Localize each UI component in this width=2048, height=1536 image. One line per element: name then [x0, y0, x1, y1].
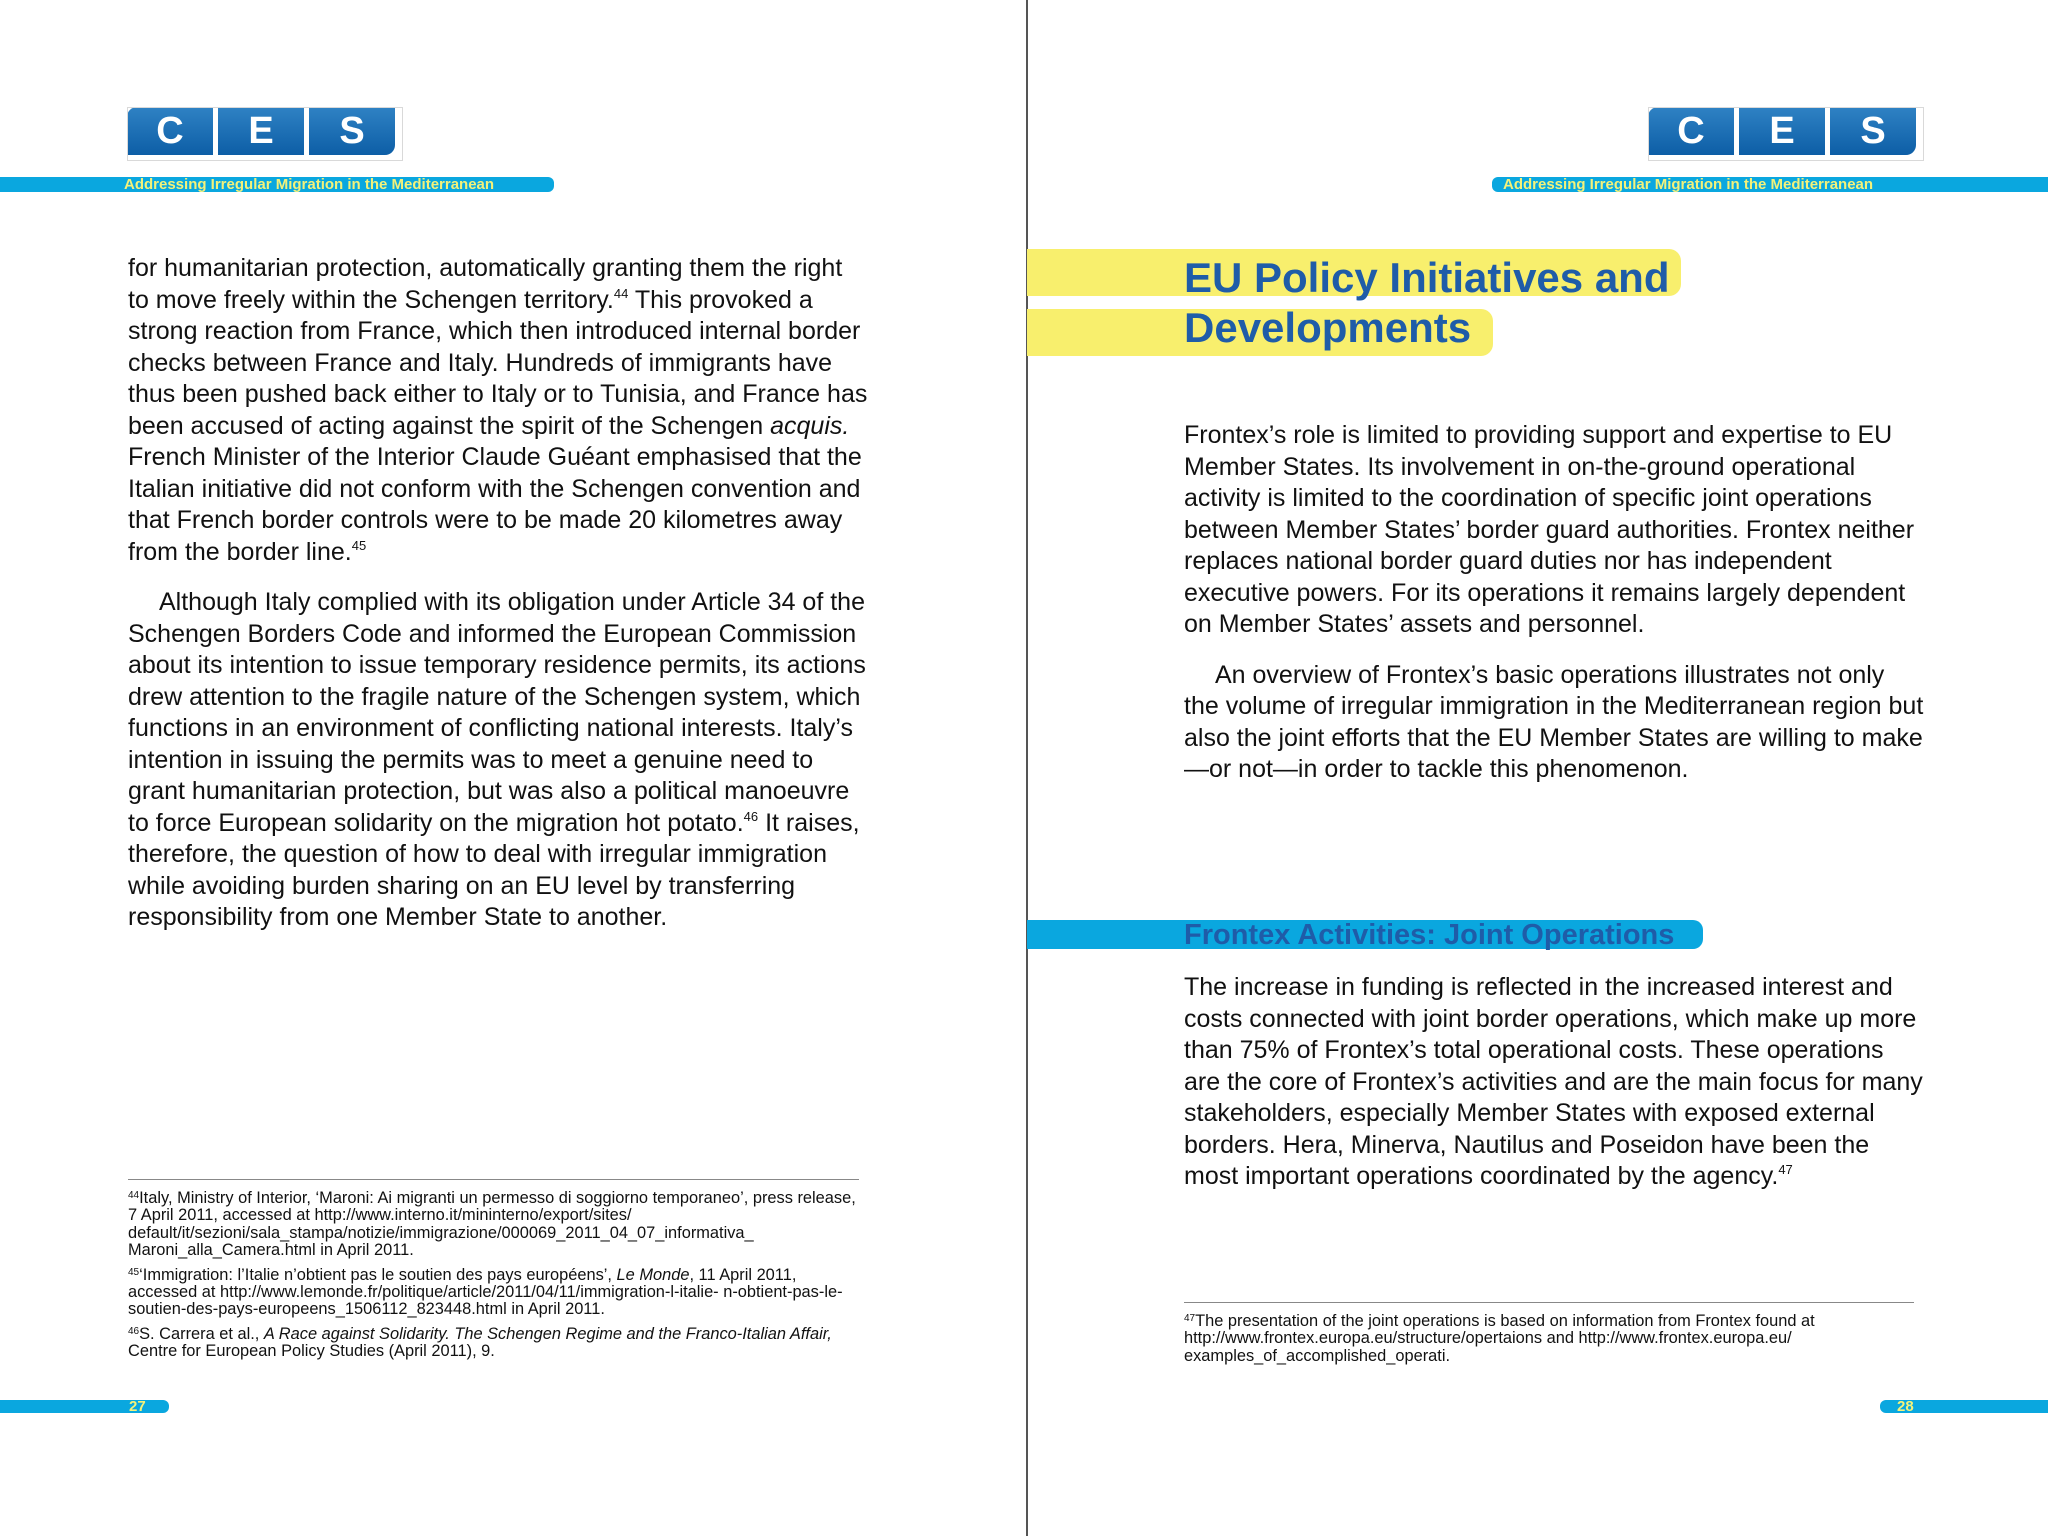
left-paragraph-2: Although Italy complied with its obligat…	[128, 588, 866, 931]
book-spine	[1026, 0, 1028, 1536]
right-body-text-bottom: The increase in funding is reflected in …	[1184, 972, 1924, 1193]
running-header-text: Addressing Irregular Migration in the Me…	[1503, 176, 1874, 193]
footnote-45: 45‘Immigration: l’Italie n’obtient pas l…	[128, 1265, 843, 1319]
page-number: 27	[129, 1398, 146, 1415]
ces-logo: C E S	[127, 107, 403, 161]
footnote-divider	[128, 1179, 859, 1180]
left-footnotes: 44Italy, Ministry of Interior, ‘Maroni: …	[128, 1189, 863, 1361]
right-body-text-top: Frontex’s role is limited to providing s…	[1184, 420, 1924, 786]
footnote-ref-44[interactable]: 44	[613, 285, 629, 301]
subheading-highlight	[1027, 920, 1703, 949]
heading-highlight-2	[1027, 309, 1493, 356]
page-number-band: 28	[1880, 1398, 2048, 1415]
subheading: Frontex Activities: Joint Operations	[1184, 919, 1675, 951]
footnote-divider	[1184, 1302, 1914, 1303]
running-header-band: Addressing Irregular Migration in the Me…	[0, 177, 554, 192]
footnote-ref-47[interactable]: 47	[1778, 1162, 1793, 1177]
logo-letter-s: S	[1830, 107, 1916, 155]
running-header-text: Addressing Irregular Migration in the Me…	[124, 176, 495, 193]
ces-logo: C E S	[1648, 107, 1924, 161]
right-paragraph-1: Frontex’s role is limited to providing s…	[1184, 421, 1915, 638]
page-number: 28	[1897, 1398, 1914, 1415]
left-body-text: for humanitarian protection, automatical…	[128, 253, 868, 934]
right-paragraph-2: An overview of Frontex’s basic operation…	[1184, 660, 1924, 784]
left-page: C E S Addressing Irregular Migration in …	[0, 107, 868, 1415]
left-paragraph-1: for humanitarian protection, automatical…	[128, 254, 868, 566]
right-footnotes: 47The presentation of the joint operatio…	[1184, 1312, 1919, 1365]
logo-letter-c: C	[127, 107, 213, 155]
section-heading: EU Policy Initiatives and Developments	[1184, 254, 1670, 351]
logo-letter-e: E	[218, 107, 304, 155]
heading-highlight-1	[1027, 249, 1681, 296]
footnote-47: 47The presentation of the joint operatio…	[1184, 1312, 1815, 1365]
page-number-band: 27	[0, 1398, 169, 1415]
right-page: C E S Addressing Irregular Migration in …	[1027, 0, 2048, 1536]
logo-letter-e: E	[1739, 107, 1825, 155]
logo-letter-c: C	[1648, 107, 1734, 155]
right-paragraph-3: The increase in funding is reflected in …	[1184, 973, 1923, 1190]
logo-letter-s: S	[309, 107, 395, 155]
footnote-ref-46[interactable]: 46	[743, 808, 759, 824]
running-header-band: Addressing Irregular Migration in the Me…	[1492, 177, 2048, 192]
footnote-44: 44Italy, Ministry of Interior, ‘Maroni: …	[128, 1189, 856, 1260]
footnote-46: 46S. Carrera et al., A Race against Soli…	[128, 1324, 832, 1361]
acquis-italic: acquis.	[770, 411, 850, 440]
footnote-ref-45[interactable]: 45	[351, 537, 367, 553]
